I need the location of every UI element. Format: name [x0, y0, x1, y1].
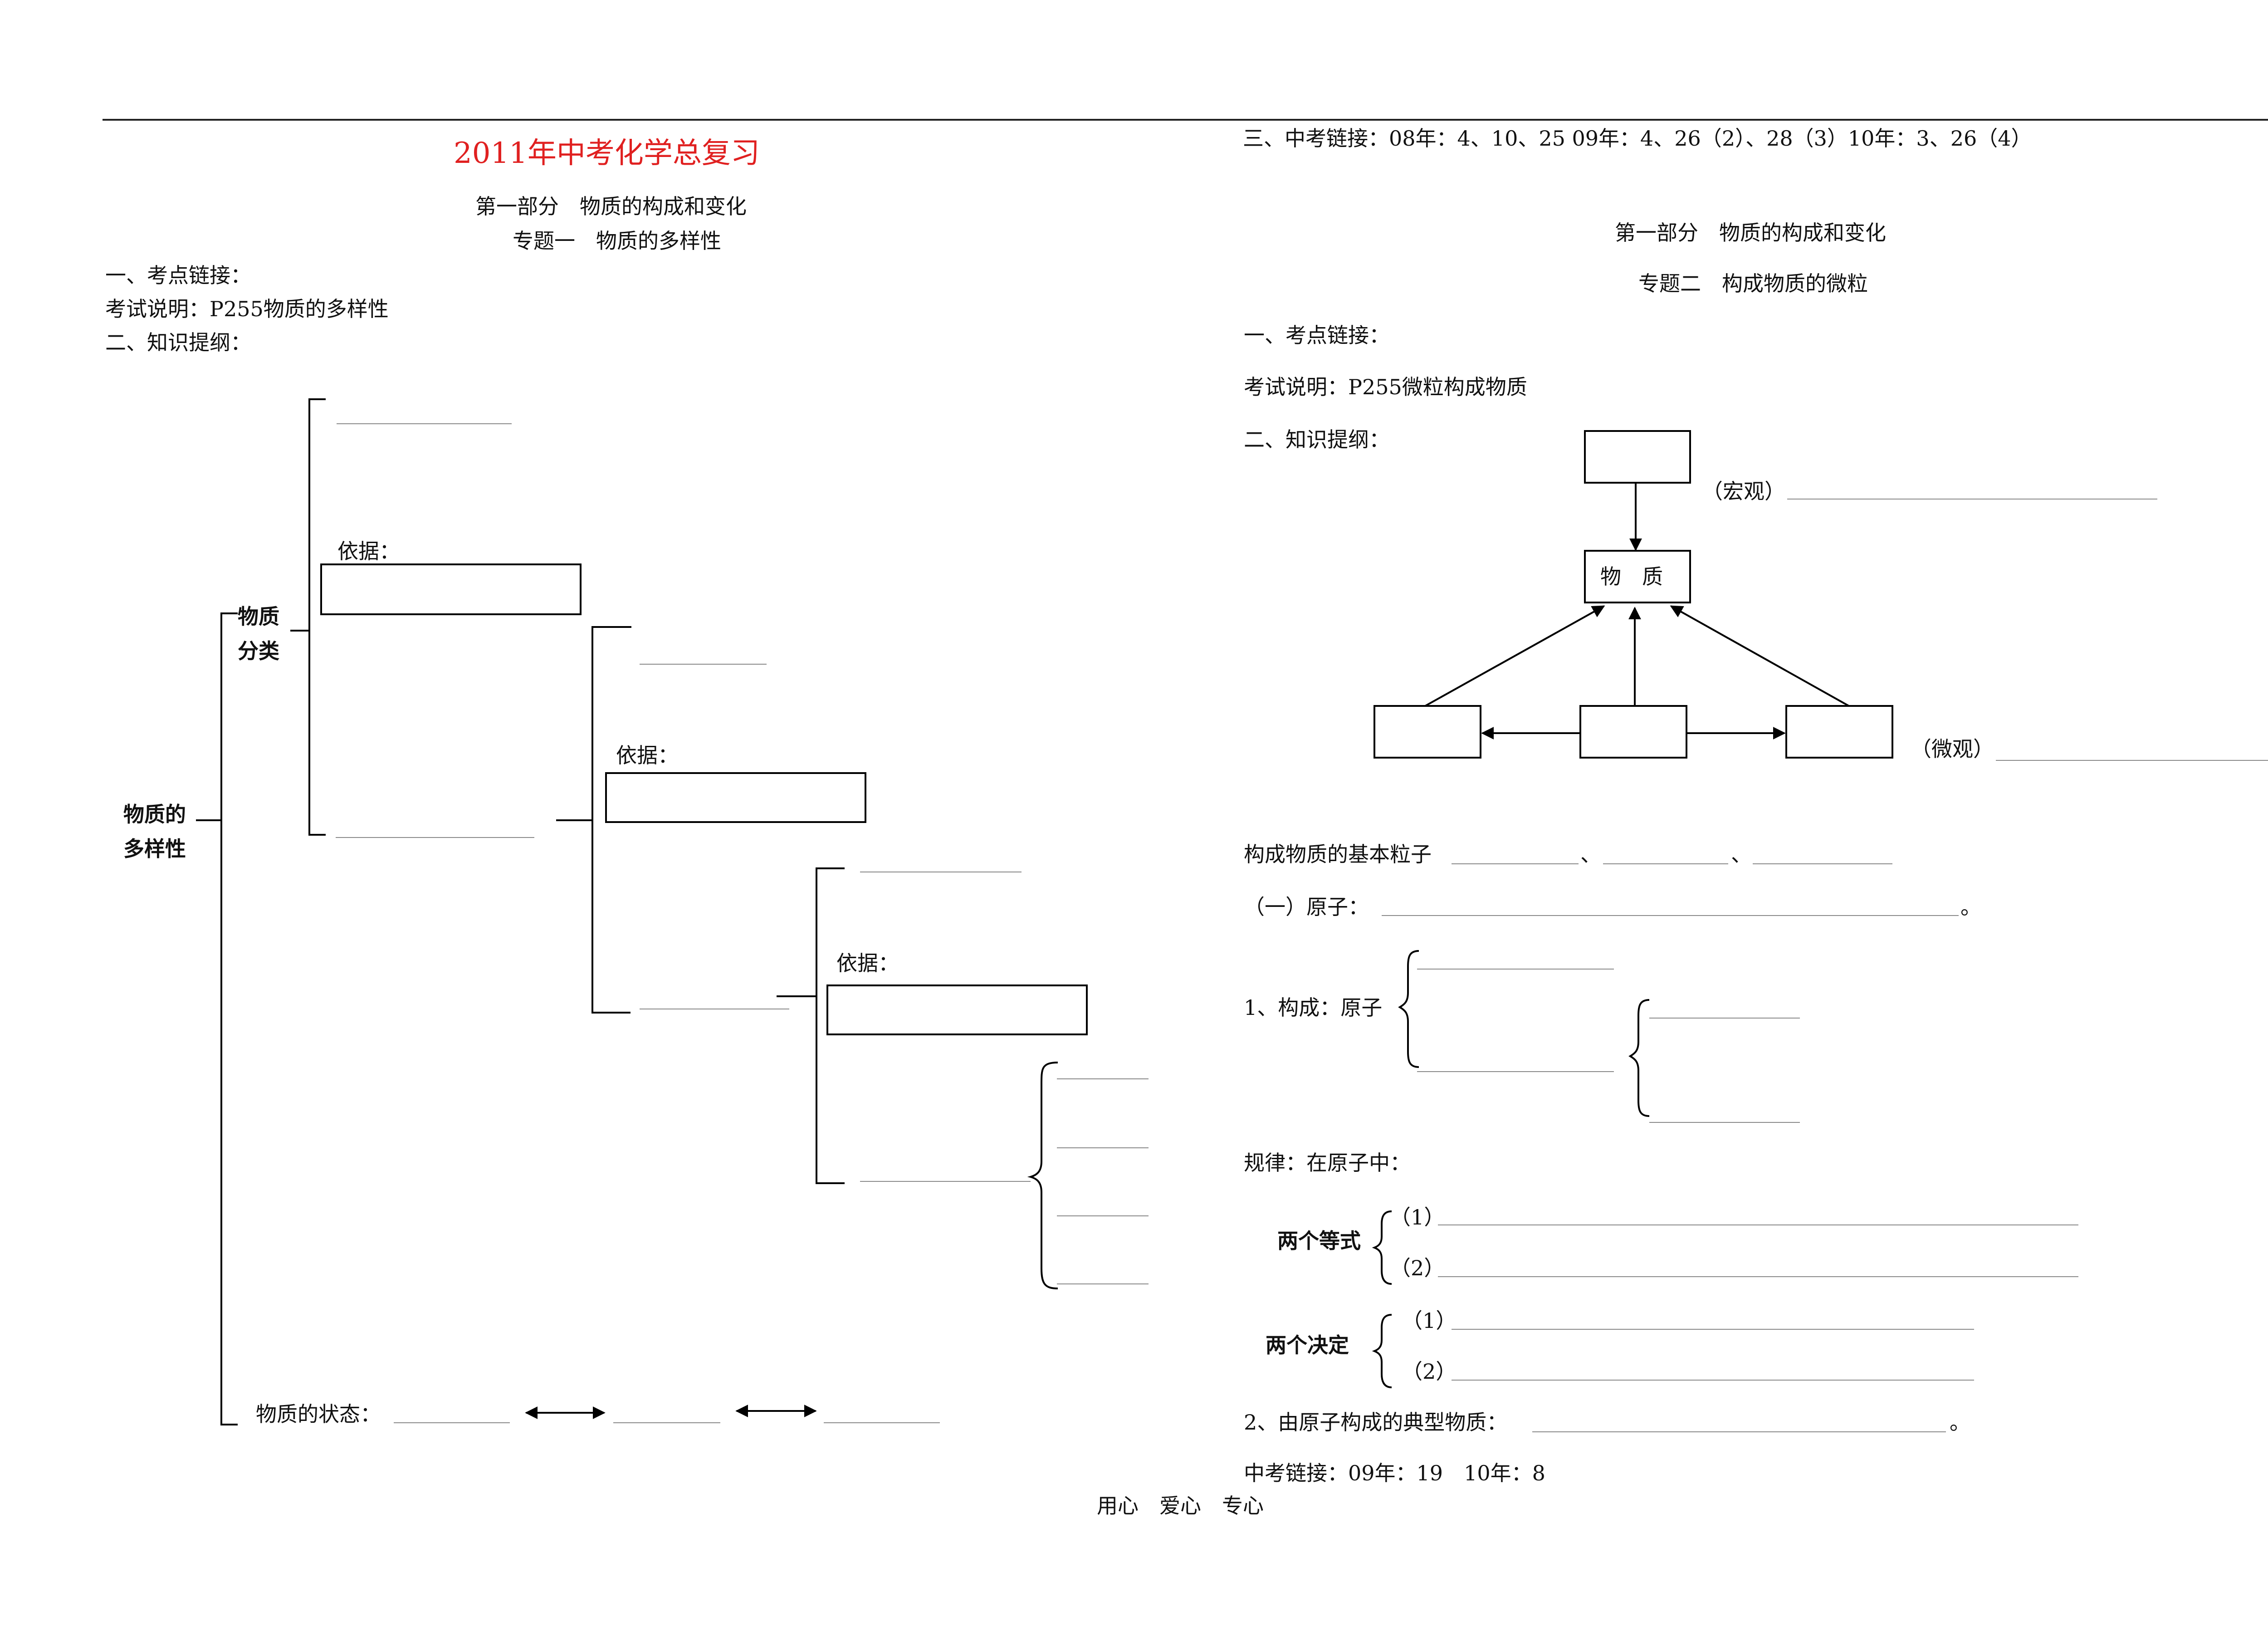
left-to-matter-arrow: [1425, 605, 1605, 707]
left-exam-note: 考试说明：P255物质的多样性: [105, 297, 389, 321]
two-decisions-label: 两个决定: [1266, 1333, 1349, 1357]
basis-box-2: [605, 772, 866, 823]
particles-separator-1: 、: [1580, 842, 1601, 867]
classification-label-line2: 分类: [238, 639, 279, 663]
right-part-heading: 第一部分 物质的构成和变化: [1615, 220, 1886, 245]
equality-item-1: （1）: [1390, 1205, 1445, 1229]
atom-period: 。: [1960, 895, 1981, 919]
right-to-matter-arrow: [1670, 605, 1849, 707]
root-label-line2: 多样性: [123, 837, 186, 861]
basis-label-1: 依据：: [337, 539, 400, 563]
decision-item-1: （1）: [1402, 1308, 1457, 1333]
classification-label-line1: 物质: [238, 604, 279, 629]
basic-particles-label: 构成物质的基本粒子: [1244, 842, 1432, 867]
atom-heading: （一）原子：: [1244, 895, 1369, 919]
particles-separator-2: 、: [1731, 842, 1752, 867]
right-exam-note: 考试说明：P255微粒构成物质: [1244, 375, 1527, 399]
atom-composition-label: 1、构成：原子: [1244, 995, 1383, 1020]
composition-brace: [1398, 950, 1419, 1068]
typical-period: 。: [1950, 1410, 1970, 1435]
right-curly-braces: [1372, 950, 1650, 1388]
matter-state-label: 物质的状态：: [256, 1402, 381, 1426]
nucleus-brace: [1628, 999, 1650, 1117]
macro-box: [1584, 430, 1691, 484]
right-section-2: 二、知识提纲：: [1244, 427, 1390, 452]
particle-box-right: [1785, 705, 1893, 759]
matter-box: [1584, 550, 1691, 603]
left-title: 2011年中考化学总复习: [454, 137, 760, 170]
left-tree-brackets: [196, 398, 845, 1425]
basis-label-3: 依据：: [836, 951, 899, 975]
matter-diagram-arrows: [1425, 483, 1849, 740]
matter-diagram-boxes: [1374, 430, 1893, 759]
left-section-1: 一、考点链接：: [105, 263, 251, 288]
equalities-brace: [1372, 1210, 1392, 1285]
left-answer-boxes: [320, 563, 1088, 1035]
left-topic-heading: 专题一 物质的多样性: [513, 229, 721, 253]
decisions-brace: [1372, 1314, 1392, 1388]
left-curly-brace: [1027, 1062, 1058, 1289]
right-exam-links: 三、中考链接：08年：4、10、25 09年：4、26（2）、28（3）10年：…: [1243, 126, 2032, 151]
left-blank-lines: [336, 423, 1149, 1423]
atom-rule-label: 规律：在原子中：: [1244, 1151, 1411, 1175]
equality-item-2: （2）: [1390, 1256, 1445, 1280]
macro-label: （宏观）: [1702, 479, 1785, 504]
right-section-1: 一、考点链接：: [1244, 323, 1390, 348]
right-exam-links-bottom: 中考链接：09年：19 10年：8: [1244, 1461, 1545, 1485]
left-part-heading: 第一部分 物质的构成和变化: [475, 194, 747, 219]
basis-box-3: [826, 984, 1088, 1035]
particle-box-middle: [1579, 705, 1687, 759]
basis-box-1: [320, 563, 582, 615]
two-equalities-label: 两个等式: [1277, 1229, 1361, 1253]
right-blank-lines: [1382, 499, 2268, 1432]
micro-label: （微观）: [1911, 737, 1994, 761]
state-arrows: [525, 1405, 817, 1419]
decision-item-2: （2）: [1402, 1359, 1457, 1384]
typical-substances-label: 2、由原子构成的典型物质：: [1244, 1410, 1508, 1435]
root-label-line1: 物质的: [123, 802, 186, 827]
footer-motto: 用心 爱心 专心: [1097, 1494, 1264, 1518]
basis-label-2: 依据：: [616, 743, 679, 768]
left-section-2: 二、知识提纲：: [105, 330, 251, 355]
right-topic-heading: 专题二 构成物质的微粒: [1638, 271, 1868, 296]
particle-box-left: [1374, 705, 1481, 759]
matter-box-label: 物 质: [1600, 564, 1663, 589]
